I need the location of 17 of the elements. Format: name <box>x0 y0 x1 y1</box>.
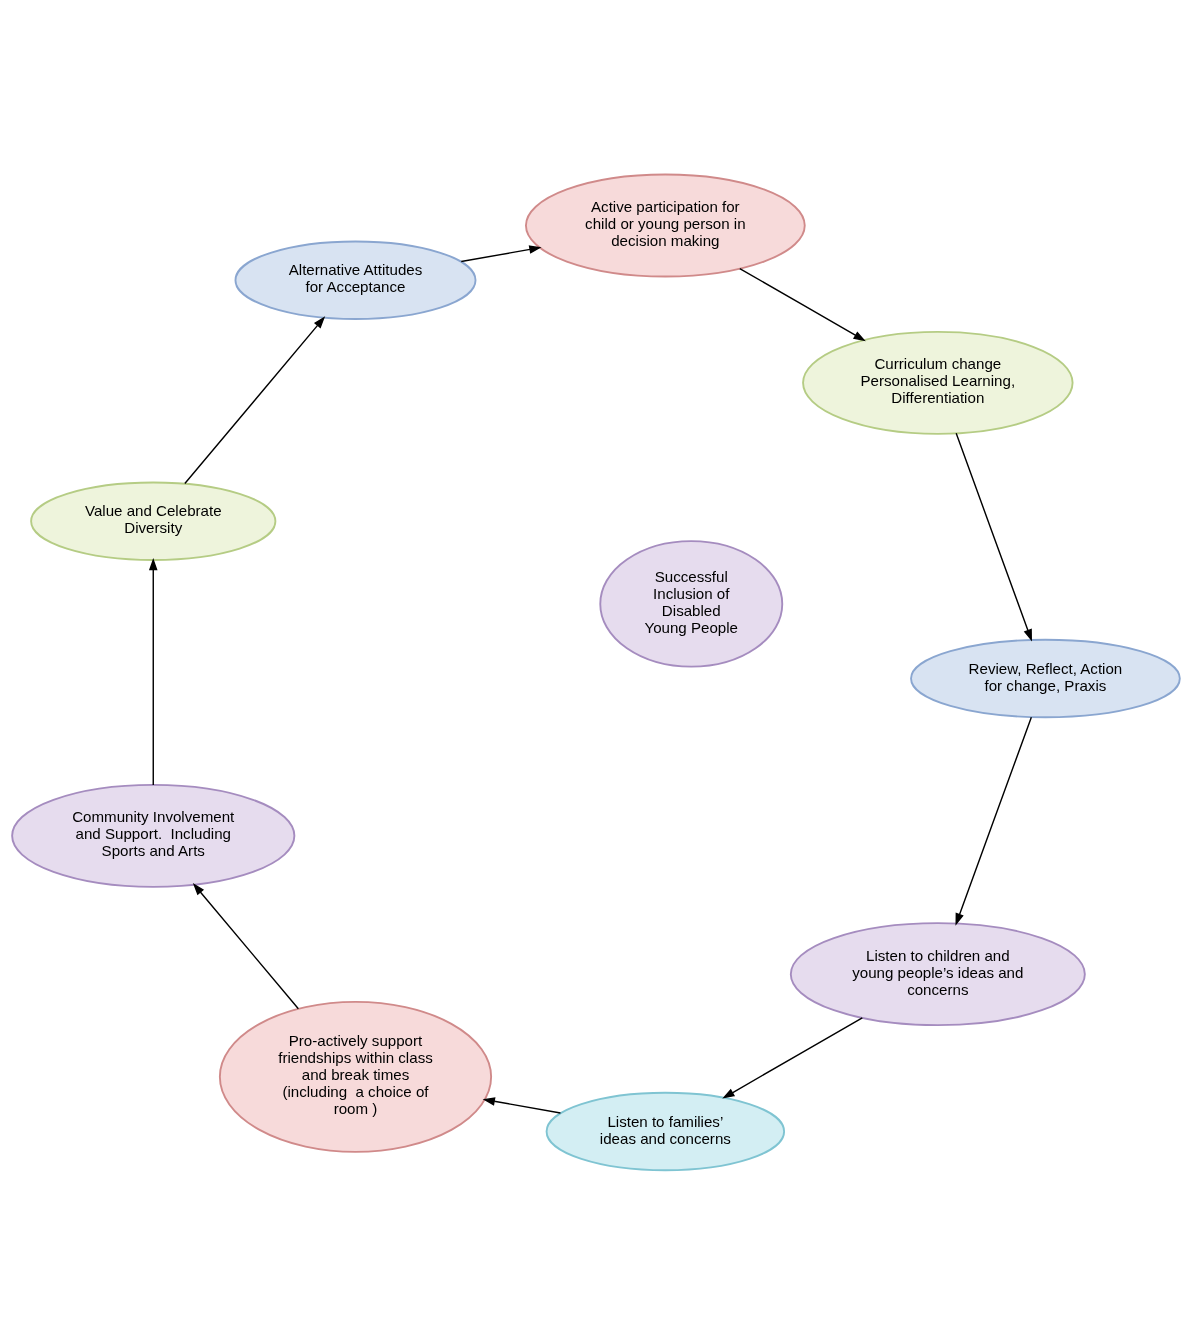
arrow <box>955 715 1033 926</box>
node-ellipse: Listen to families’ ideas and concerns <box>545 1091 786 1171</box>
node-ellipse: Value and Celebrate Diversity <box>30 481 277 561</box>
node-ellipse: Review, Reflect, Action for change, Praxis <box>910 638 1181 718</box>
arrow <box>192 882 300 1009</box>
arrow <box>148 557 158 786</box>
node-ellipse: Listen to children and young people’s ideas and concerns <box>789 921 1086 1026</box>
arrow <box>482 1096 562 1114</box>
arrow <box>722 1016 863 1099</box>
node-ellipse: Alternative Attitudes for Acceptance <box>234 240 477 320</box>
arrow <box>184 315 326 484</box>
node-ellipse: Successful Inclusion of Disabled Young People <box>599 539 784 668</box>
arrow <box>460 244 542 262</box>
node-ellipse: Community Involvement and Support. Including Sports and Arts <box>11 783 296 888</box>
arrow <box>955 432 1032 642</box>
node-ellipse: Pro-actively support friendships within class and break times (including a choice of room ) <box>218 1000 493 1153</box>
arrow <box>739 267 866 341</box>
